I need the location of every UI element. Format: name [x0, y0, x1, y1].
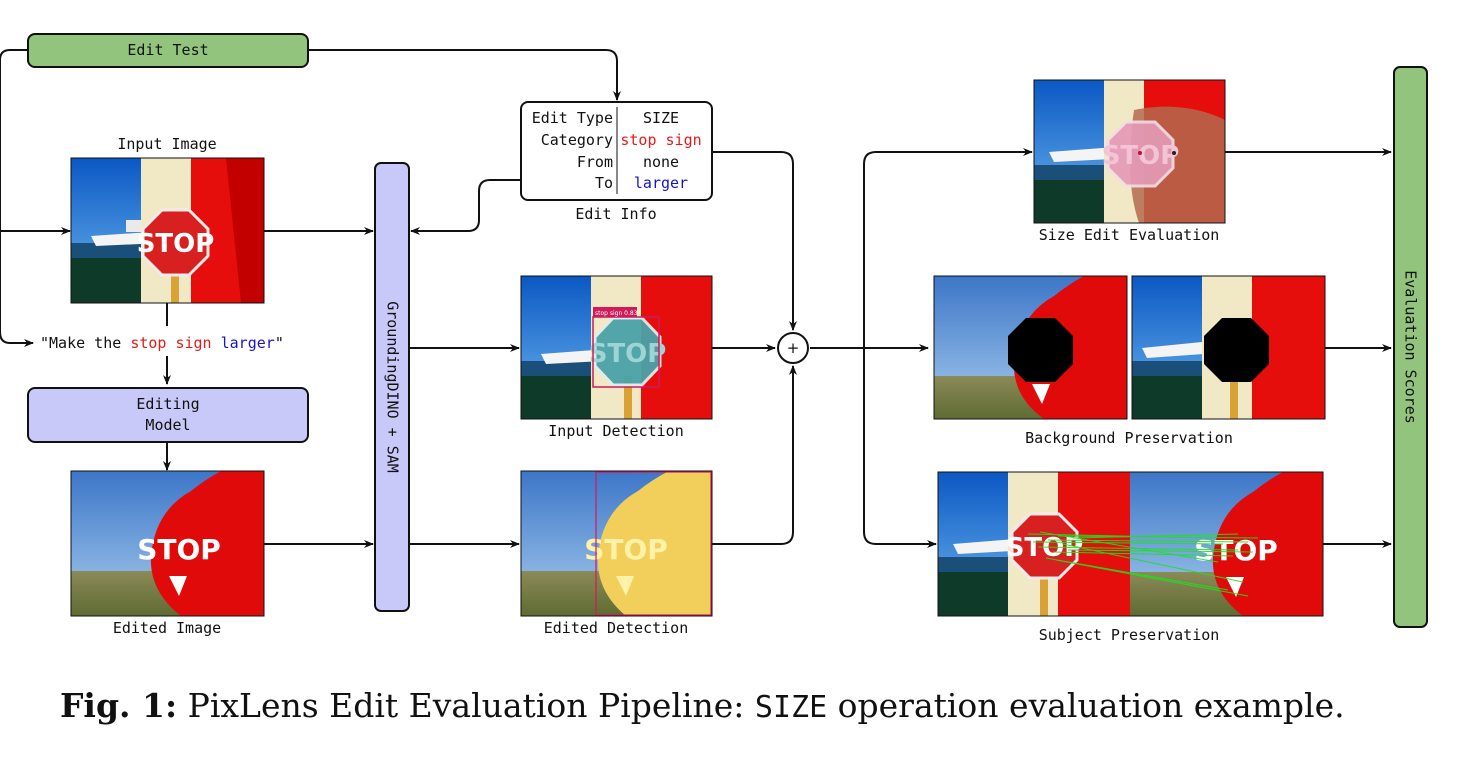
svg-text:STOP: STOP [1006, 533, 1084, 563]
edit-info-value: stop sign [620, 131, 701, 149]
input-detection-label: Input Detection [548, 422, 683, 440]
svg-text:Model: Model [145, 416, 190, 434]
svg-text:stop sign 0.83: stop sign 0.83 [595, 310, 638, 317]
edit-info-key: Edit Type [532, 109, 613, 127]
edited-detection-image: STOP [520, 470, 713, 617]
subject-preservation-images: STOP STOP [937, 471, 1324, 617]
size-edit-evaluation-label: Size Edit Evaluation [1039, 226, 1220, 244]
background-preservation-label: Background Preservation [1025, 429, 1233, 447]
svg-text:GroundingDINO + SAM: GroundingDINO + SAM [384, 301, 402, 473]
edit-info-value: none [643, 153, 679, 171]
svg-text:STOP: STOP [1194, 534, 1278, 567]
edited-image-label: Edited Image [113, 619, 221, 637]
edit-info-value: larger [634, 174, 688, 192]
caption-text-after: operation evaluation example. [827, 686, 1345, 725]
figure-number: Fig. 1: [60, 686, 178, 725]
background-preservation-images [933, 275, 1326, 420]
connectors [0, 49, 1392, 548]
prompt-text: "Make the stop sign larger" [40, 334, 284, 352]
subject-preservation-label: Subject Preservation [1039, 626, 1220, 644]
svg-text:Editing: Editing [136, 395, 199, 413]
input-image: STOP [70, 157, 265, 304]
pipeline-diagram: Edit Test Input Image STOP "Make the sto… [0, 33, 1428, 644]
edit-test-label: Edit Test [127, 41, 208, 59]
svg-text:+: + [787, 339, 800, 357]
evaluation-scores-box: Evaluation Scores [1393, 66, 1428, 628]
caption-code: SIZE [754, 690, 828, 725]
figure-caption: Fig. 1: PixLens Edit Evaluation Pipeline… [60, 686, 1420, 725]
edit-info-value: SIZE [643, 109, 679, 127]
edit-test-box: Edit Test [27, 33, 309, 68]
edited-detection-label: Edited Detection [544, 619, 689, 637]
caption-text-before: PixLens Edit Evaluation Pipeline: [177, 686, 755, 725]
edit-info-label: Edit Info [575, 205, 656, 223]
grounding-sam-box: GroundingDINO + SAM [374, 162, 410, 612]
stop-text: STOP [137, 229, 215, 259]
editing-model-box: Editing Model [27, 387, 309, 443]
combine-node: + [777, 332, 809, 364]
svg-text:STOP: STOP [584, 533, 668, 566]
edit-info-key: From [577, 153, 613, 171]
svg-text:STOP: STOP [589, 339, 667, 369]
edit-info-key: Category [541, 131, 613, 149]
edit-info-key: To [595, 174, 613, 192]
input-detection-image: STOP stop sign 0.83 [520, 275, 713, 420]
svg-text:STOP: STOP [1102, 141, 1180, 171]
size-edit-evaluation-image: STOP [1033, 79, 1226, 224]
svg-text:Evaluation Scores: Evaluation Scores [1402, 270, 1420, 424]
svg-text:STOP: STOP [137, 533, 221, 566]
input-image-label: Input Image [117, 135, 216, 153]
edited-image: STOP [70, 470, 265, 617]
